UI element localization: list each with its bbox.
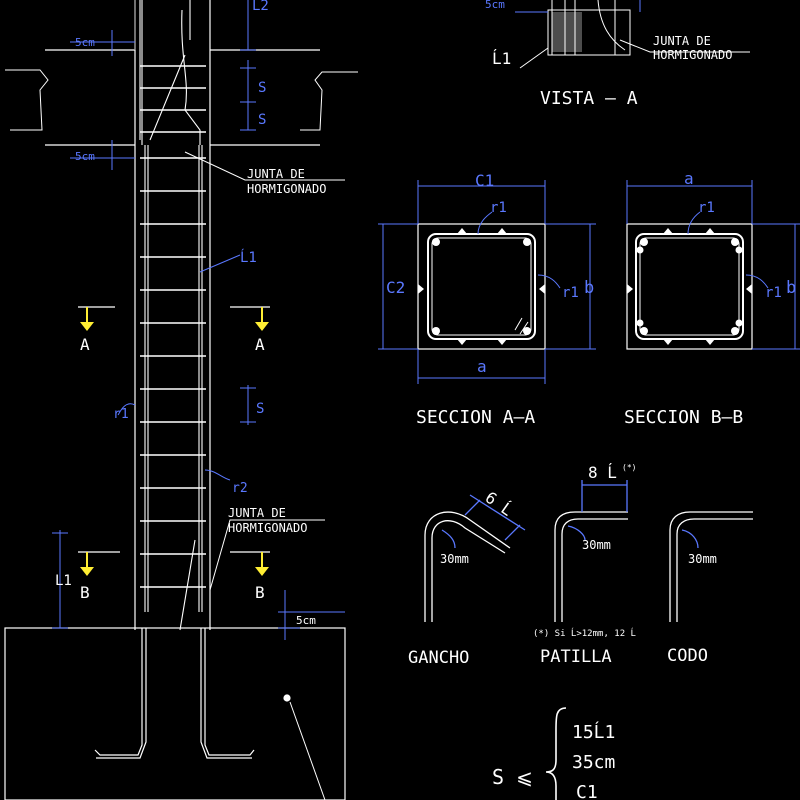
vista-a: 5cm Ĺ1 JUNTA DE HORMIGONADO VISTA — A — [485, 0, 750, 109]
section-a-bottom-label: a — [477, 357, 487, 376]
cm5-mid-label: 5cm — [75, 150, 95, 163]
vista-joint-label-2: HORMIGONADO — [653, 48, 732, 62]
gancho-mm: 30mm — [440, 552, 469, 566]
patilla-star: (*) — [622, 463, 636, 472]
spacing-opt2: 35cm — [572, 752, 615, 773]
cm5-top-label: 5cm — [75, 36, 95, 49]
section-b-b: a r1 r1 b SECCION B–B — [624, 169, 800, 428]
section-b-top-label: a — [684, 169, 694, 188]
cut-b-right-label: B — [255, 583, 265, 602]
spacing-opt1: 15Ĺ1 — [572, 721, 615, 743]
vista-title: VISTA — A — [540, 88, 638, 109]
section-b-title: SECCION B–B — [624, 407, 743, 428]
section-a-left-label: C2 — [386, 278, 405, 297]
joint-bot-label-1: JUNTA DE — [228, 506, 286, 520]
s-top1-label: S — [258, 80, 266, 96]
vista-joint-label-1: JUNTA DE — [653, 34, 711, 48]
stirrups — [140, 65, 206, 588]
section-a-right-label: b — [584, 278, 594, 298]
footing — [4, 627, 346, 800]
slab — [5, 49, 358, 146]
gancho-title: GANCHO — [408, 648, 469, 668]
gancho-6-label: 6 Ĺ — [482, 488, 517, 520]
codo-mm: 30mm — [688, 552, 717, 566]
joint-bot-label-2: HORMIGONADO — [228, 521, 307, 535]
section-a-title: SECCION A–A — [416, 407, 535, 428]
elevation-dimensions — [52, 0, 345, 640]
patilla-note: (*) Si Ĺ>12mm, 12 Ĺ — [533, 627, 636, 639]
section-a-r1-side: r1 — [562, 285, 579, 301]
patilla-title: PATILLA — [540, 647, 612, 667]
section-b-r1-top: r1 — [698, 200, 715, 216]
spacing-rule: S ⩽ 15Ĺ1 35cm C1 — [492, 707, 615, 800]
patilla-mm: 30mm — [582, 538, 611, 552]
r2-label: r2 — [232, 481, 248, 496]
section-b-r1-side: r1 — [765, 285, 782, 301]
section-a-top-label: C1 — [475, 171, 494, 190]
spacing-label: S ⩽ — [492, 765, 533, 789]
l1-dim-label: L1 — [55, 573, 72, 589]
l1-bar-label: Ĺ1 — [240, 248, 257, 266]
vista-l1-label: Ĺ1 — [492, 49, 511, 68]
r1-label: r1 — [113, 407, 129, 422]
spacing-opt3: C1 — [576, 782, 598, 800]
patilla-8-label: 8 Ĺ — [588, 463, 617, 482]
section-a-r1-top: r1 — [490, 200, 507, 216]
section-b-right-label: b — [786, 278, 796, 298]
longitudinal-bars — [139, 0, 203, 631]
cut-a-left-label: A — [80, 335, 90, 354]
hook-types — [424, 480, 753, 622]
joint-top-label-2: HORMIGONADO — [247, 182, 326, 196]
cut-b-left-label: B — [80, 583, 90, 602]
l2-label: L2 — [252, 0, 269, 14]
s-mid-label: S — [256, 401, 264, 417]
cm5-base-label: 5cm — [296, 614, 316, 627]
cut-a-right-label: A — [255, 335, 265, 354]
vista-cm5-label: 5cm — [485, 0, 505, 11]
codo-title: CODO — [667, 646, 708, 666]
section-arrows — [80, 322, 269, 576]
section-a-a: C1 r1 C2 r1 b a SECCION A–A — [378, 171, 596, 428]
joint-leaders — [184, 151, 345, 591]
joint-top-label-1: JUNTA DE — [247, 167, 305, 181]
s-top2-label: S — [258, 112, 266, 128]
